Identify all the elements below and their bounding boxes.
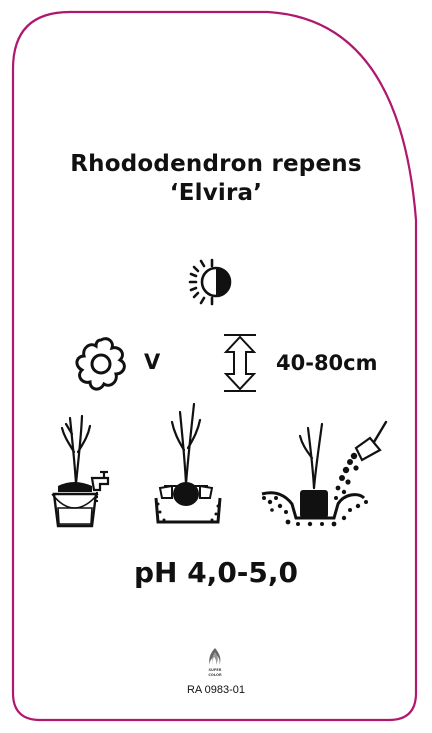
flame-icon — [209, 648, 221, 665]
plant-name: Rhododendron repens — [70, 151, 362, 177]
logo-text-super: SUPER — [208, 668, 221, 672]
bucket-watering-icon — [51, 414, 110, 528]
height-arrow-icon — [223, 334, 257, 392]
plant-cultivar: ‘Elvira’ — [169, 180, 263, 206]
planting-hole-icon — [154, 402, 222, 524]
flower-icon — [75, 337, 126, 391]
supercolor-logo: SUPER COLOR — [208, 648, 222, 677]
soil-backfill-icon — [261, 420, 388, 527]
logo-text-color: COLOR — [208, 673, 222, 677]
sun-half-shade-icon — [188, 258, 232, 306]
plant-height: 40-80cm — [276, 351, 378, 375]
flowering-month: V — [144, 350, 161, 374]
soil-ph: pH 4,0-5,0 — [133, 556, 299, 589]
product-code: RA 0983-01 — [186, 684, 246, 696]
